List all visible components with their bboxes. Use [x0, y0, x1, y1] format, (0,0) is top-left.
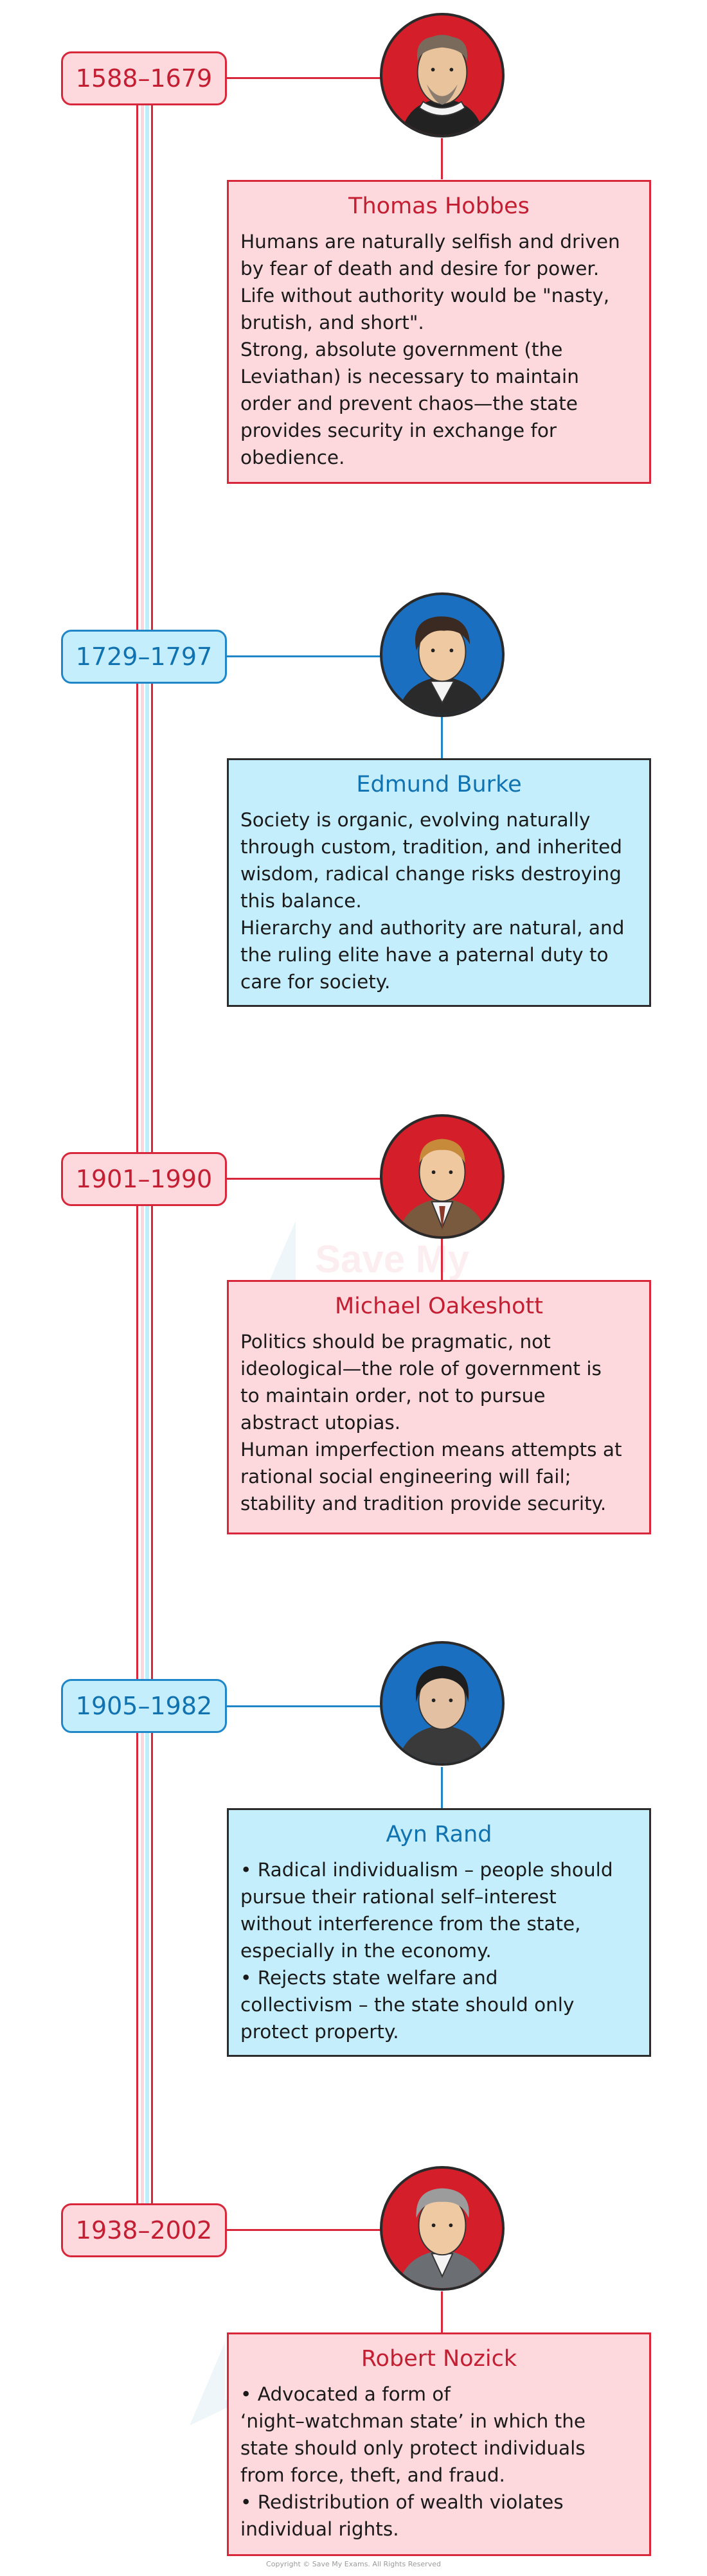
name-rand: Ayn Rand — [386, 1822, 492, 1847]
name-hobbes: Thomas Hobbes — [348, 193, 530, 219]
text-hobbes: Humans are naturally selfish and driven … — [240, 231, 620, 468]
connector-oakeshott — [227, 1178, 381, 1180]
name-burke: Edmund Burke — [356, 772, 522, 797]
name-oakeshott: Michael Oakeshott — [334, 1293, 543, 1319]
date-badge-oakeshott: 1901–1990 — [61, 1152, 227, 1206]
timeline-spine — [136, 77, 153, 2217]
portrait-burke — [380, 592, 505, 717]
connector-hobbes-card — [441, 138, 443, 179]
date-badge-hobbes: 1588–1679 — [61, 51, 227, 105]
text-nozick: • Advocated a form of ‘night–watchman st… — [240, 2383, 586, 2540]
card-rand: Ayn Rand • Radical individualism – peopl… — [227, 1808, 651, 2057]
card-nozick: Robert Nozick • Advocated a form of ‘nig… — [227, 2332, 651, 2556]
portrait-hobbes — [380, 13, 505, 138]
text-burke: Society is organic, evolving naturally t… — [240, 809, 625, 993]
connector-oakeshott-card — [441, 1239, 443, 1280]
date-badge-nozick: 1938–2002 — [61, 2203, 227, 2257]
portrait-oakeshott — [380, 1114, 505, 1239]
card-burke: Edmund Burke Society is organic, evolvin… — [227, 758, 651, 1007]
name-nozick: Robert Nozick — [361, 2346, 517, 2372]
text-rand: • Radical individualism – people should … — [240, 1859, 613, 2043]
connector-nozick — [227, 2229, 381, 2231]
connector-nozick-card — [441, 2291, 443, 2332]
copyright-notice: Copyright © Save My Exams. All Rights Re… — [266, 2560, 441, 2568]
portrait-rand — [380, 1641, 505, 1766]
date-badge-burke: 1729–1797 — [61, 630, 227, 684]
card-oakeshott: Michael Oakeshott Politics should be pra… — [227, 1280, 651, 1534]
date-badge-rand: 1905–1982 — [61, 1679, 227, 1733]
connector-hobbes — [227, 77, 381, 79]
connector-rand-card — [441, 1767, 443, 1808]
card-hobbes: Thomas Hobbes Humans are naturally selfi… — [227, 180, 651, 484]
connector-rand — [227, 1705, 381, 1707]
connector-burke — [227, 655, 381, 657]
svg-text:Save My: Save My — [315, 1238, 470, 1281]
portrait-nozick — [380, 2166, 505, 2291]
connector-burke-card — [441, 717, 443, 758]
text-oakeshott: Politics should be pragmatic, not ideolo… — [240, 1331, 622, 1515]
